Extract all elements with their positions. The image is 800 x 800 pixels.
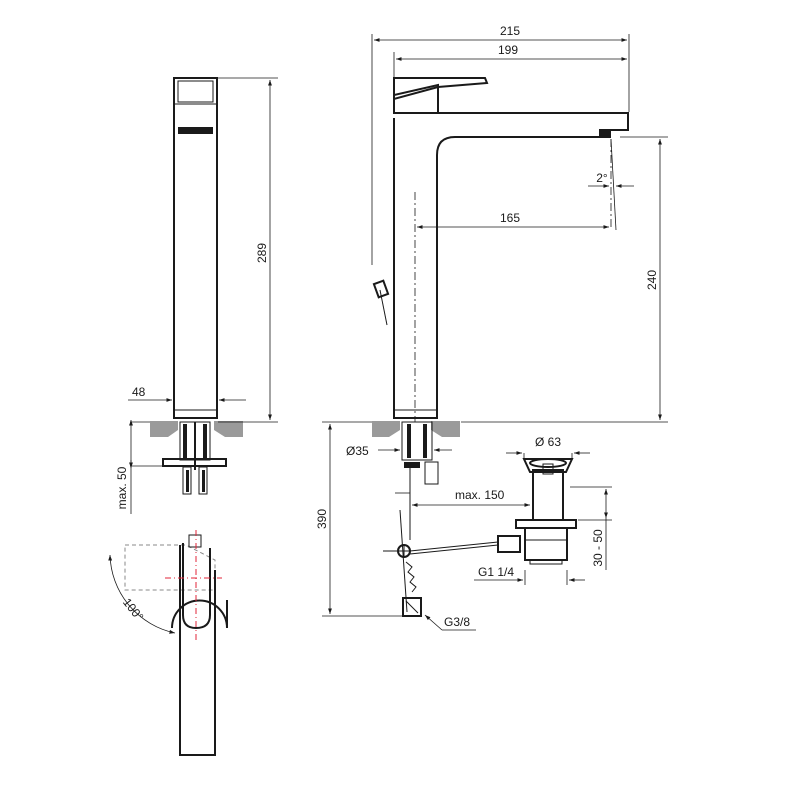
dim-hole-diameter: Ø35 [346, 444, 369, 458]
dim-spray-angle: 2° [596, 171, 608, 185]
dim-rod-length: max. 150 [455, 488, 505, 502]
dim-deck-thickness: max. 50 [115, 466, 129, 509]
side-view-dimensions: 289 48 max. 50 [115, 77, 278, 514]
side-view: 289 48 max. 50 [115, 77, 278, 514]
dim-spout-reach: 199 [498, 43, 518, 57]
front-view-rod [372, 279, 390, 326]
front-view: 215 199 2° 165 240 Ø35 [315, 24, 668, 631]
front-view-dimensions: 215 199 2° 165 240 Ø35 [315, 24, 668, 631]
dim-spout-height: 240 [645, 270, 659, 290]
front-view-body [393, 77, 629, 419]
side-view-deck [150, 421, 243, 437]
top-view: 100° [108, 530, 228, 756]
dim-outlet-reach: 165 [500, 211, 520, 225]
dim-body-height: 289 [255, 243, 269, 263]
side-view-body [173, 77, 218, 419]
waste-assembly [497, 458, 577, 565]
dim-overall-width: 215 [500, 24, 520, 38]
front-view-pull-rod [383, 541, 499, 555]
side-view-fixing [162, 421, 227, 495]
dim-hose-thread: G3/8 [444, 615, 470, 629]
dim-waste-diameter: Ø 63 [535, 435, 561, 449]
dim-below-deck: 390 [315, 509, 329, 529]
front-view-deck [372, 421, 460, 437]
dim-handle-rotation: 100° [120, 595, 146, 623]
front-view-fixing [397, 421, 439, 617]
dim-body-width: 48 [132, 385, 146, 399]
dim-waste-adjust: 30 - 50 [591, 529, 605, 567]
dim-waste-thread: G1 1/4 [478, 565, 514, 579]
